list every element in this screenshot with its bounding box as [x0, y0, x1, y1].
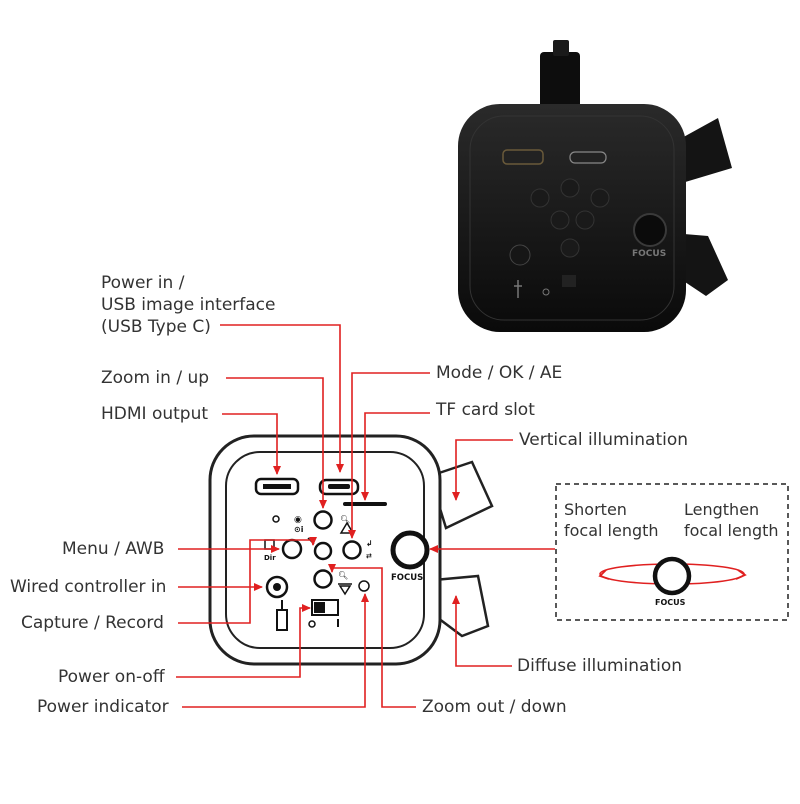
svg-text:🔍︎: 🔍︎ [338, 571, 348, 580]
label-tf-card: TF card slot [436, 400, 535, 420]
line-hdmi [222, 413, 281, 475]
inset-focus-text: FOCUS [655, 598, 686, 607]
label-mode: Mode / OK / AE [436, 363, 563, 383]
label-menu-awb: Menu / AWB [62, 539, 165, 559]
power-indicator-led [358, 580, 370, 592]
label-power-in: Power in / USB image interface (USB Type… [101, 272, 275, 338]
label-power-on-off: Power on-off [58, 667, 165, 687]
label-power-in-line2: USB image interface [101, 295, 276, 315]
label-zoom-out: Zoom out / down [422, 697, 567, 717]
zoom-in-button [313, 510, 333, 530]
inset-focus-knob [652, 556, 692, 596]
label-capture-record: Capture / Record [21, 613, 164, 633]
label-shorten-line1: Shorten [564, 500, 627, 519]
label-shorten: Shorten focal length [564, 499, 659, 541]
line-power-in [220, 324, 344, 473]
photo-focus-text: FOCUS [632, 249, 666, 259]
label-power-indicator: Power indicator [37, 697, 169, 717]
line-zoom-in [226, 377, 327, 509]
leader-lines [176, 324, 555, 708]
label-power-in-line1: Power in / [101, 273, 185, 293]
line-zoom-out [328, 564, 416, 708]
svg-text:Dir: Dir [264, 554, 276, 562]
line-mode [348, 372, 430, 539]
label-vertical-illumination: Vertical illumination [519, 430, 689, 450]
focus-detail-inset: FOCUS [555, 483, 789, 621]
svg-text:⇄: ⇄ [366, 552, 372, 560]
label-shorten-line2: focal length [564, 521, 659, 540]
top-cable [540, 52, 580, 112]
line-capture [178, 537, 317, 624]
focus-knob [390, 530, 430, 570]
menu-awb-button [281, 538, 303, 560]
svg-text:🔍︎: 🔍︎ [340, 515, 350, 524]
label-lengthen-line1: Lengthen [684, 500, 760, 519]
label-lengthen: Lengthen focal length [684, 499, 779, 541]
tf-card-slot [343, 502, 387, 506]
label-power-in-line3: (USB Type C) [101, 317, 211, 337]
svg-text:↲: ↲ [366, 539, 373, 548]
line-tf [361, 412, 430, 501]
mode-ok-button [342, 540, 362, 560]
focus-text: FOCUS [391, 573, 423, 583]
label-diffuse-illumination: Diffuse illumination [517, 656, 683, 676]
zoom-out-button [313, 569, 333, 589]
device-parts: ◉ ⊙i 🔍︎ Dir ↲ ⇄ 🔍︎ FOCUS [254, 477, 430, 631]
label-zoom-in: Zoom in / up [101, 368, 210, 388]
svg-text:◉: ◉ [294, 515, 302, 525]
line-power-switch [176, 604, 311, 678]
svg-text:⊙i: ⊙i [294, 525, 304, 534]
camera-photo: FOCUS [458, 40, 732, 332]
line-indicator [182, 593, 369, 708]
inset-dashed-box [555, 483, 789, 621]
label-wired-controller: Wired controller in [10, 577, 167, 597]
line-diffuse [452, 595, 512, 667]
line-vertical [452, 439, 513, 501]
label-lengthen-line2: focal length [684, 521, 779, 540]
capture-record-button [313, 541, 333, 561]
label-hdmi: HDMI output [101, 404, 209, 424]
